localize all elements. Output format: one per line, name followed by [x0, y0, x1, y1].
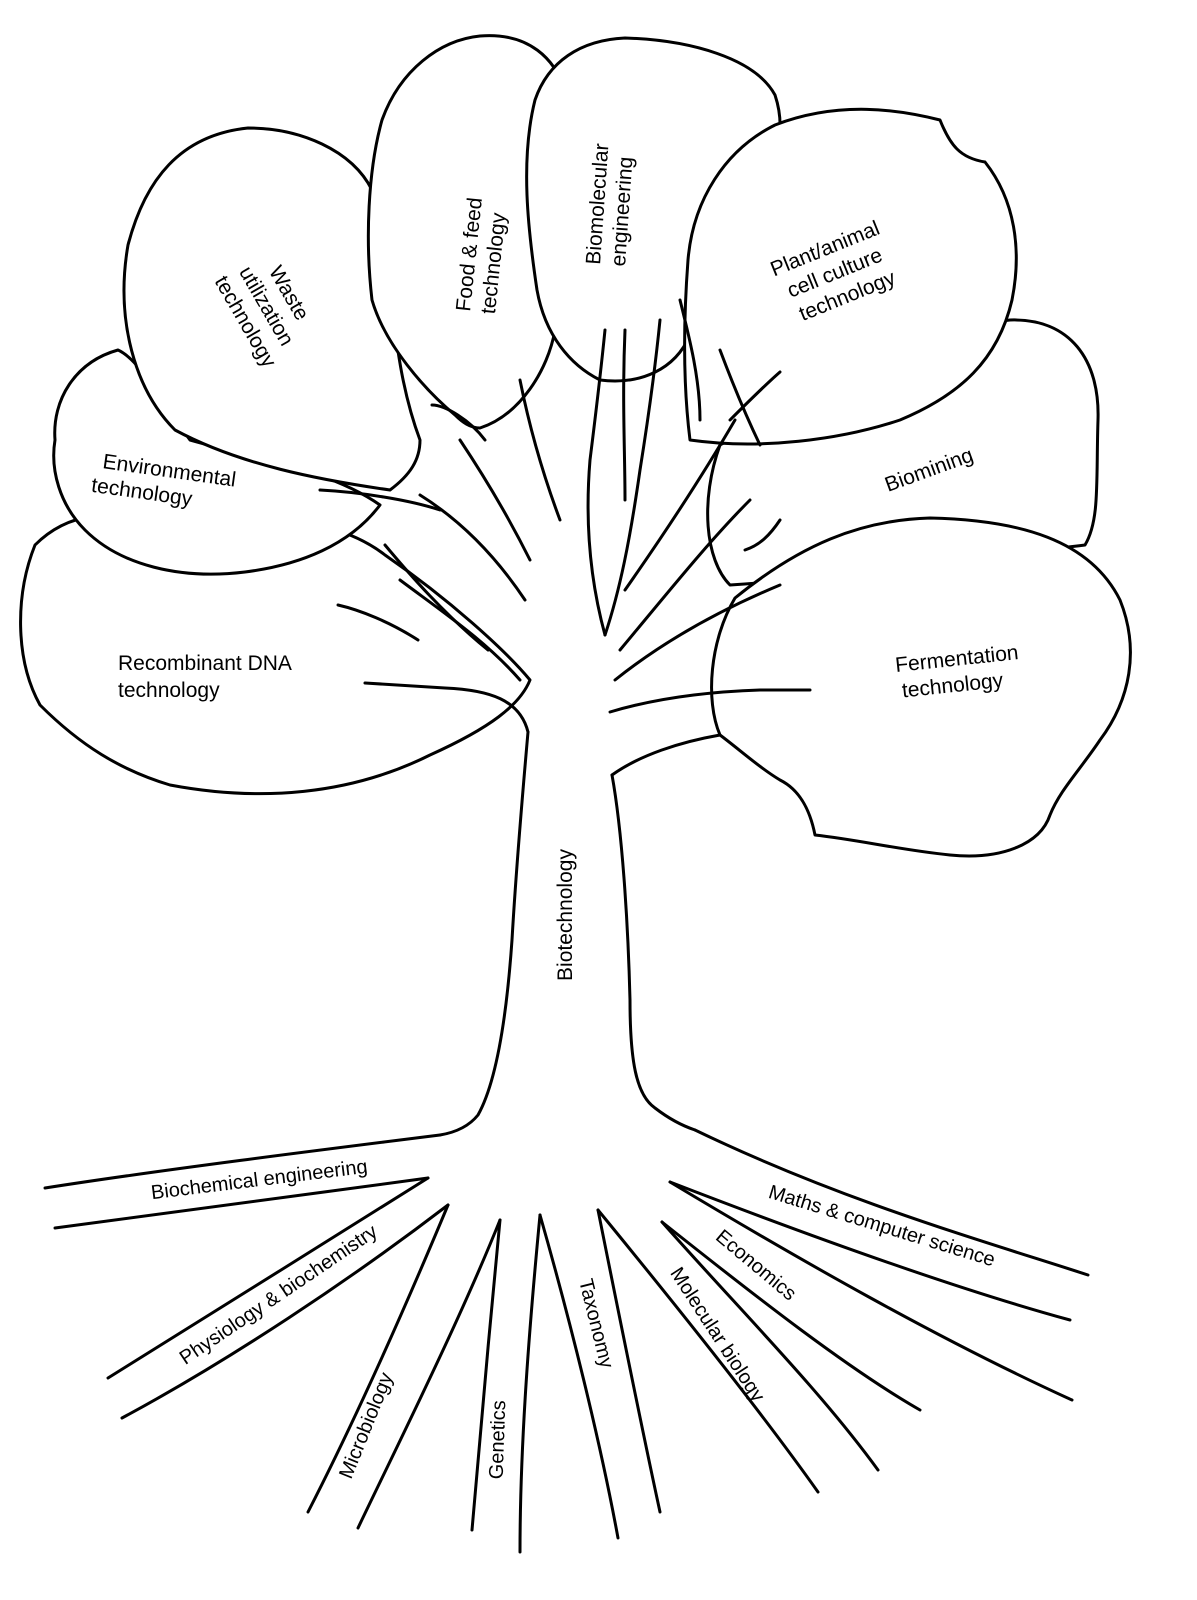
leaf-plant-animal — [683, 107, 1018, 446]
root-physiology-top — [106, 1176, 430, 1380]
branch-right-5 — [728, 370, 782, 422]
trunk-crotch-right — [610, 733, 722, 777]
branch-left-6 — [318, 488, 442, 512]
branch-right-2 — [613, 583, 782, 682]
root-physiology-bottom — [120, 1203, 450, 1420]
root-molecular-right — [660, 1220, 880, 1472]
root-genetics-left — [470, 1218, 502, 1532]
branch-left-7 — [458, 438, 532, 562]
branch-left-1 — [363, 681, 530, 734]
root-biochemical-engineering-bottom — [53, 1176, 430, 1230]
branch-right-4 — [623, 418, 737, 592]
root-taxonomy-left — [538, 1213, 620, 1540]
label-root-taxonomy: Taxonomy — [574, 1277, 617, 1371]
root-genetics-right — [518, 1213, 542, 1554]
label-trunk: Biotechnology — [554, 849, 577, 981]
branch-right-1 — [608, 688, 812, 714]
label-recombinant-line2: technology — [118, 679, 220, 702]
branch-right-6 — [718, 348, 762, 447]
label-root-physiology: Physiology & biochemistry — [176, 1221, 382, 1370]
branch-labels: Food & feed technology Biomolecular engi… — [90, 143, 1020, 981]
leaves — [19, 34, 1132, 858]
roots — [43, 1128, 1090, 1554]
root-biochemical-engineering-top — [43, 1133, 442, 1190]
branch-left-8 — [430, 403, 487, 442]
label-root-biochemical-engineering: Biochemical engineering — [150, 1156, 369, 1204]
root-maths-top — [693, 1128, 1090, 1277]
root-molecular-left — [596, 1208, 820, 1494]
trunk-outline-left — [438, 730, 530, 1137]
root-economics-left — [660, 1220, 922, 1412]
label-recombinant-line1: Recombinant DNA — [118, 652, 292, 675]
tree-structure — [318, 298, 812, 1137]
branch-center-3 — [622, 328, 627, 502]
branch-right-3 — [618, 498, 752, 652]
branch-center-right — [603, 318, 662, 637]
root-taxonomy-right — [596, 1208, 662, 1514]
root-maths-bottom — [668, 1180, 1072, 1322]
root-microbiology-left — [306, 1203, 450, 1514]
leaf-food-feed — [366, 34, 570, 430]
branch-right-7 — [678, 298, 702, 422]
label-recombinant: Recombinant DNA technology — [118, 652, 297, 702]
root-economics-right — [668, 1180, 1074, 1402]
branch-left-9 — [518, 378, 562, 522]
label-root-genetics: Genetics — [486, 1400, 511, 1480]
branch-left-5 — [418, 493, 527, 602]
branch-center-left — [586, 328, 607, 637]
branch-left-4 — [383, 543, 490, 652]
branch-right-8 — [743, 518, 782, 552]
trunk-outline-right — [610, 773, 697, 1132]
root-microbiology-right — [356, 1218, 502, 1530]
leaf-fermentation — [710, 516, 1132, 858]
branch-left-3 — [336, 603, 420, 642]
